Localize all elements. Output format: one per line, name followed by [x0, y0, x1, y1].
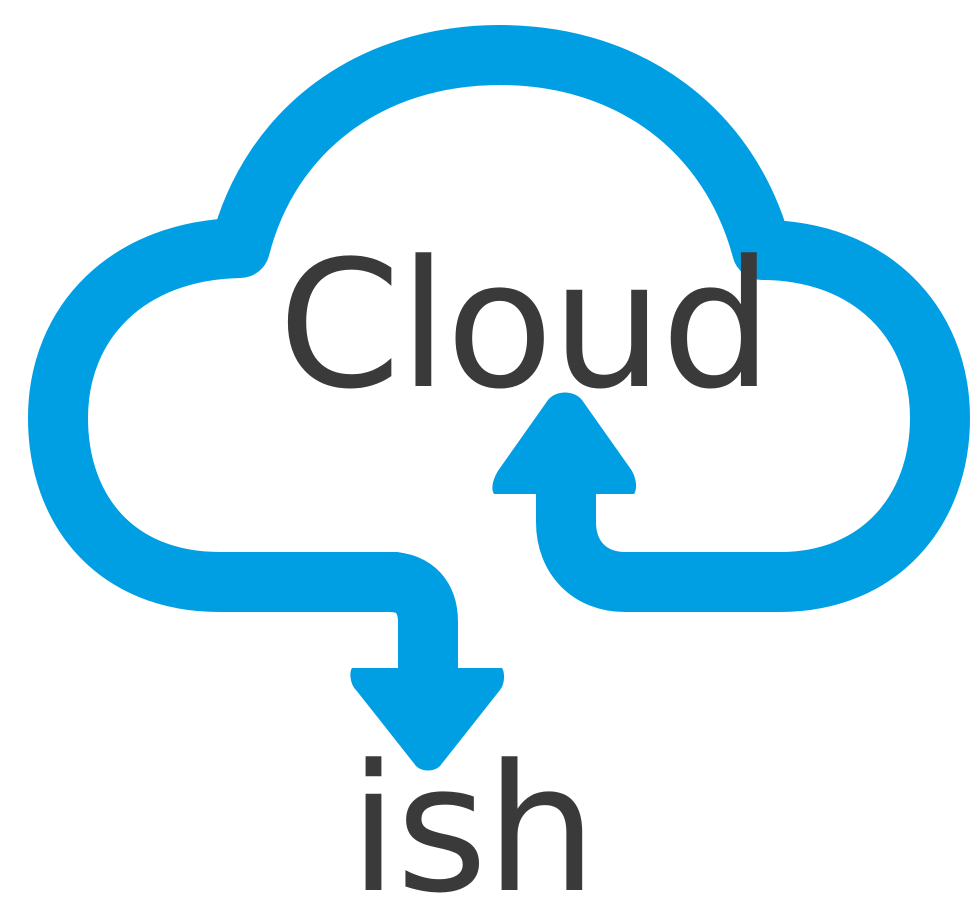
logo-word-cloud: Cloud: [278, 223, 773, 428]
upload-arrow-icon: [492, 392, 637, 494]
logo-word-ish: ish: [349, 727, 597, 908]
download-stem: [220, 552, 458, 680]
download-arrow-icon: [350, 668, 505, 771]
cloud-outline: [28, 25, 970, 612]
